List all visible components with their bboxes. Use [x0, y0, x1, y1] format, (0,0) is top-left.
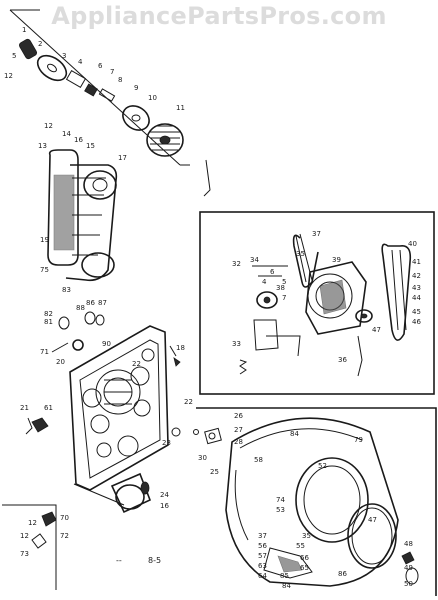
svg-text:81: 81 [44, 318, 53, 326]
svg-text:11: 11 [176, 104, 185, 112]
svg-text:42: 42 [412, 272, 421, 280]
svg-text:73: 73 [20, 550, 29, 558]
svg-text:34: 34 [250, 256, 259, 264]
svg-text:64: 64 [258, 572, 267, 580]
svg-text:25: 25 [210, 468, 219, 476]
svg-text:22: 22 [132, 360, 141, 368]
svg-text:8: 8 [118, 76, 122, 84]
belt-bracket-assembly: 12 14 16 15 17 13 19 75 [38, 122, 127, 282]
svg-text:40: 40 [408, 240, 417, 248]
svg-text:18: 18 [176, 344, 185, 352]
svg-text:74: 74 [276, 496, 285, 504]
svg-text:38: 38 [276, 284, 285, 292]
svg-text:86: 86 [86, 299, 95, 307]
motor-assembly-box: 37 40 41 42 43 44 45 46 35 39 36 33 32 3… [199, 211, 435, 395]
svg-text:22: 22 [184, 398, 193, 406]
svg-text:23: 23 [162, 439, 171, 447]
svg-text:48: 48 [404, 540, 413, 548]
svg-text:84: 84 [282, 582, 291, 590]
svg-text:43: 43 [412, 284, 421, 292]
svg-text:47: 47 [368, 516, 377, 524]
svg-text:14: 14 [62, 130, 71, 138]
svg-text:33: 33 [232, 340, 241, 348]
svg-text:20: 20 [56, 358, 65, 366]
svg-text:7: 7 [282, 294, 286, 302]
rear-bulkhead: 18 22 [69, 325, 185, 491]
svg-text:47: 47 [372, 326, 381, 334]
svg-text:28: 28 [234, 438, 243, 446]
svg-text:12: 12 [4, 72, 13, 80]
svg-text:90: 90 [102, 340, 111, 348]
svg-text:17: 17 [118, 154, 127, 162]
svg-text:37: 37 [312, 230, 321, 238]
svg-text:35: 35 [296, 250, 305, 258]
page-reference: 8-5 [148, 556, 161, 565]
svg-text:15: 15 [86, 142, 95, 150]
lower-left-parts: 21 61 24 16 70 12 12 72 73 23 [2, 404, 199, 590]
svg-text:57: 57 [258, 552, 267, 560]
svg-text:85: 85 [280, 572, 289, 580]
svg-text:27: 27 [234, 426, 243, 434]
svg-text:84: 84 [290, 430, 299, 438]
svg-text:4: 4 [262, 278, 267, 286]
svg-text:65: 65 [300, 564, 309, 572]
svg-text:86: 86 [338, 570, 347, 578]
svg-text:52: 52 [318, 462, 327, 470]
blower-assembly: 1 2 3 4 6 7 8 9 10 11 12 5 [4, 9, 190, 166]
svg-text:7: 7 [110, 68, 114, 76]
svg-text:32: 32 [232, 260, 241, 268]
svg-text:16: 16 [160, 502, 169, 510]
svg-text:70: 70 [60, 514, 69, 522]
svg-text:4: 4 [78, 58, 83, 66]
svg-text:72: 72 [60, 532, 69, 540]
svg-text:50: 50 [404, 580, 413, 588]
svg-text:35: 35 [302, 532, 311, 540]
svg-text:45: 45 [412, 308, 421, 316]
svg-text:79: 79 [354, 436, 363, 444]
svg-text:83: 83 [62, 286, 71, 294]
svg-text:61: 61 [44, 404, 53, 412]
svg-text:2: 2 [38, 40, 42, 48]
svg-text:16: 16 [74, 136, 83, 144]
svg-text:3: 3 [62, 52, 66, 60]
svg-text:6: 6 [270, 268, 275, 276]
svg-text:41: 41 [412, 258, 421, 266]
page-dash: -- [116, 556, 122, 565]
svg-text:87: 87 [98, 299, 107, 307]
svg-text:26: 26 [234, 412, 243, 420]
svg-text:6: 6 [98, 62, 103, 70]
svg-text:10: 10 [148, 94, 157, 102]
svg-text:5: 5 [282, 278, 286, 286]
svg-text:88: 88 [76, 304, 85, 312]
svg-text:82: 82 [44, 310, 53, 318]
svg-text:49: 49 [404, 564, 413, 572]
svg-text:56: 56 [258, 542, 267, 550]
svg-text:53: 53 [276, 506, 285, 514]
svg-text:24: 24 [160, 491, 169, 499]
svg-text:30: 30 [198, 454, 207, 462]
svg-text:12: 12 [20, 532, 29, 540]
svg-text:9: 9 [134, 84, 138, 92]
svg-text:63: 63 [258, 562, 267, 570]
svg-text:1: 1 [22, 26, 26, 34]
svg-text:44: 44 [412, 294, 421, 302]
svg-text:58: 58 [254, 456, 263, 464]
svg-text:12: 12 [28, 519, 37, 527]
svg-text:71: 71 [40, 348, 49, 356]
svg-text:12: 12 [44, 122, 53, 130]
svg-text:37: 37 [258, 532, 267, 540]
svg-text:39: 39 [332, 256, 341, 264]
svg-text:19: 19 [40, 236, 49, 244]
svg-text:55: 55 [296, 542, 305, 550]
svg-text:13: 13 [38, 142, 47, 150]
svg-text:21: 21 [20, 404, 29, 412]
svg-text:36: 36 [338, 356, 347, 364]
drum-assembly-box: 22 30 25 26 27 28 84 58 52 79 47 74 53 3… [184, 398, 437, 596]
svg-text:66: 66 [300, 554, 309, 562]
svg-text:46: 46 [412, 318, 421, 326]
roller-parts: 83 86 87 82 81 88 90 71 20 [40, 286, 111, 366]
svg-text:5: 5 [12, 52, 16, 60]
svg-text:75: 75 [40, 266, 49, 274]
